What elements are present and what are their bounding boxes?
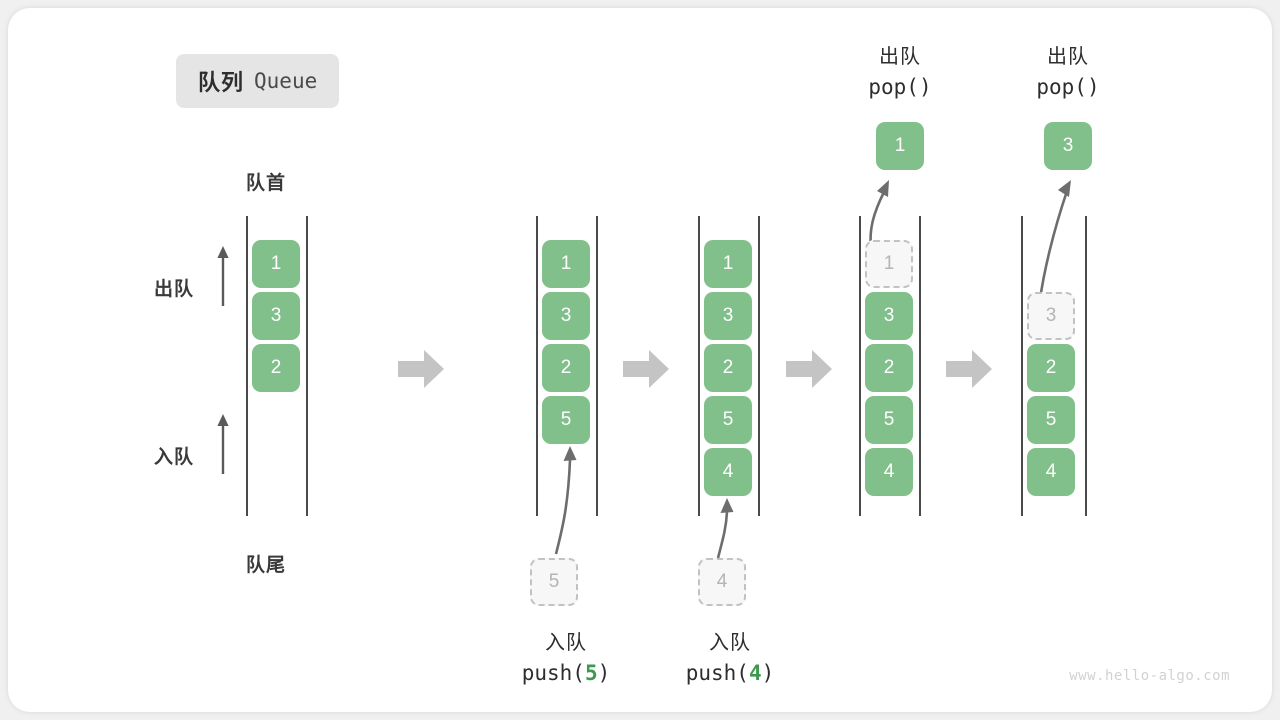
site-watermark: www.hello-algo.com <box>1069 668 1230 684</box>
queue-cell: 1 <box>704 240 752 288</box>
caption-code: pop() <box>868 75 932 99</box>
queue-cell: 2 <box>542 344 590 392</box>
operation-caption-pop-1: 出队 pop() <box>868 40 931 99</box>
caption-chinese: 出队 <box>1046 46 1089 68</box>
queue-cell: 4 <box>1027 448 1075 496</box>
operation-caption-push-4: 入队 push(4) <box>686 626 775 685</box>
queue-cell-new: 5 <box>542 396 590 444</box>
operation-caption-push-5: 入队 push(5) <box>522 626 611 685</box>
queue-cell: 3 <box>704 292 752 340</box>
title-english: Queue <box>254 69 318 93</box>
queue-cell: 2 <box>252 344 300 392</box>
ghost-cell-removed: 3 <box>1027 292 1075 340</box>
rail-right <box>596 216 598 516</box>
step-transition-arrow-icon <box>398 350 444 388</box>
rail-right <box>919 216 921 516</box>
caption-chinese: 出队 <box>878 46 921 68</box>
queue-tail-label: 队尾 <box>245 555 287 576</box>
queue-cell-new: 4 <box>704 448 752 496</box>
enqueue-direction-arrow-icon <box>217 414 229 474</box>
queue-cell: 3 <box>252 292 300 340</box>
queue-head-label: 队首 <box>245 173 287 194</box>
rail-left <box>859 216 861 516</box>
push-motion-arrow-icon <box>716 498 734 559</box>
pop-motion-arrow-icon <box>869 180 889 249</box>
caption-chinese: 入队 <box>545 632 587 654</box>
operation-caption-pop-3: 出队 pop() <box>1036 40 1099 99</box>
rail-right <box>1085 216 1087 516</box>
queue-cell: 3 <box>865 292 913 340</box>
ghost-cell-incoming: 4 <box>698 558 746 606</box>
queue-cell: 1 <box>542 240 590 288</box>
rail-right <box>758 216 760 516</box>
step-transition-arrow-icon <box>946 350 992 388</box>
queue-cell: 2 <box>865 344 913 392</box>
caption-code: pop() <box>1036 75 1100 99</box>
caption-chinese: 入队 <box>709 632 751 654</box>
queue-cell: 2 <box>1027 344 1075 392</box>
queue-cell: 3 <box>542 292 590 340</box>
title-chinese: 队列 <box>198 70 245 95</box>
queue-cell: 2 <box>704 344 752 392</box>
popped-cell: 1 <box>876 122 924 170</box>
diagram-title-badge: 队列 Queue <box>176 54 340 108</box>
dequeue-direction-label: 出队 <box>154 279 195 300</box>
queue-cell: 5 <box>704 396 752 444</box>
step-transition-arrow-icon <box>623 350 669 388</box>
caption-code: push(4) <box>685 661 775 685</box>
rail-left <box>698 216 700 516</box>
queue-cell: 5 <box>1027 396 1075 444</box>
ghost-cell-incoming: 5 <box>530 558 578 606</box>
popped-cell: 3 <box>1044 122 1092 170</box>
enqueue-direction-label: 入队 <box>154 447 195 468</box>
ghost-cell-removed: 1 <box>865 240 913 288</box>
queue-cell: 1 <box>252 240 300 288</box>
caption-code: push(5) <box>521 661 611 685</box>
rail-left <box>536 216 538 516</box>
rail-left <box>246 216 248 516</box>
queue-cell: 4 <box>865 448 913 496</box>
dequeue-direction-arrow-icon <box>217 246 229 306</box>
queue-cell: 5 <box>865 396 913 444</box>
rail-left <box>1021 216 1023 516</box>
rail-right <box>306 216 308 516</box>
step-transition-arrow-icon <box>786 350 832 388</box>
diagram-card: 队列 Queue 队首 队尾 出队 入队 1 3 2 <box>8 8 1272 712</box>
